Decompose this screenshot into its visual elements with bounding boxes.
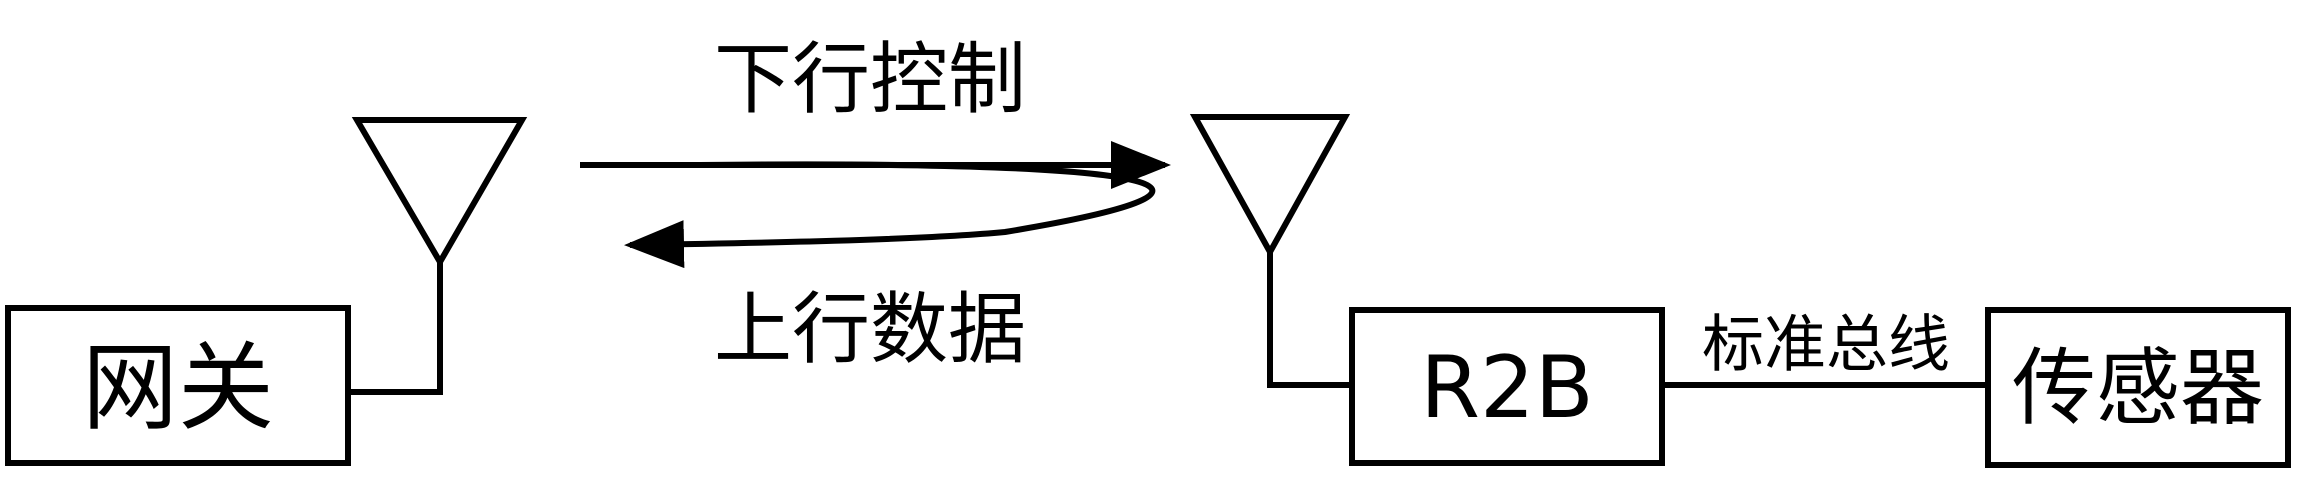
- gateway-box: [5, 305, 351, 466]
- sensor-label: 传感器: [2012, 339, 2264, 437]
- uplink-label: 上行数据: [714, 285, 1026, 375]
- sensor-box: [1985, 307, 2291, 468]
- gateway-antenna-feed: [348, 262, 443, 395]
- downlink-label: 下行控制: [714, 35, 1026, 125]
- gateway-label: 网关: [82, 332, 274, 444]
- r2b-label: R2B: [1420, 338, 1593, 438]
- r2b-box: [1349, 307, 1665, 466]
- r2b-antenna-icon: [1189, 114, 1351, 259]
- gateway-antenna-icon: [351, 117, 528, 268]
- r2b-antenna-feed: [1267, 252, 1352, 388]
- bus-label: 标准总线: [1702, 308, 1950, 381]
- uplink-arrow: [624, 161, 1156, 269]
